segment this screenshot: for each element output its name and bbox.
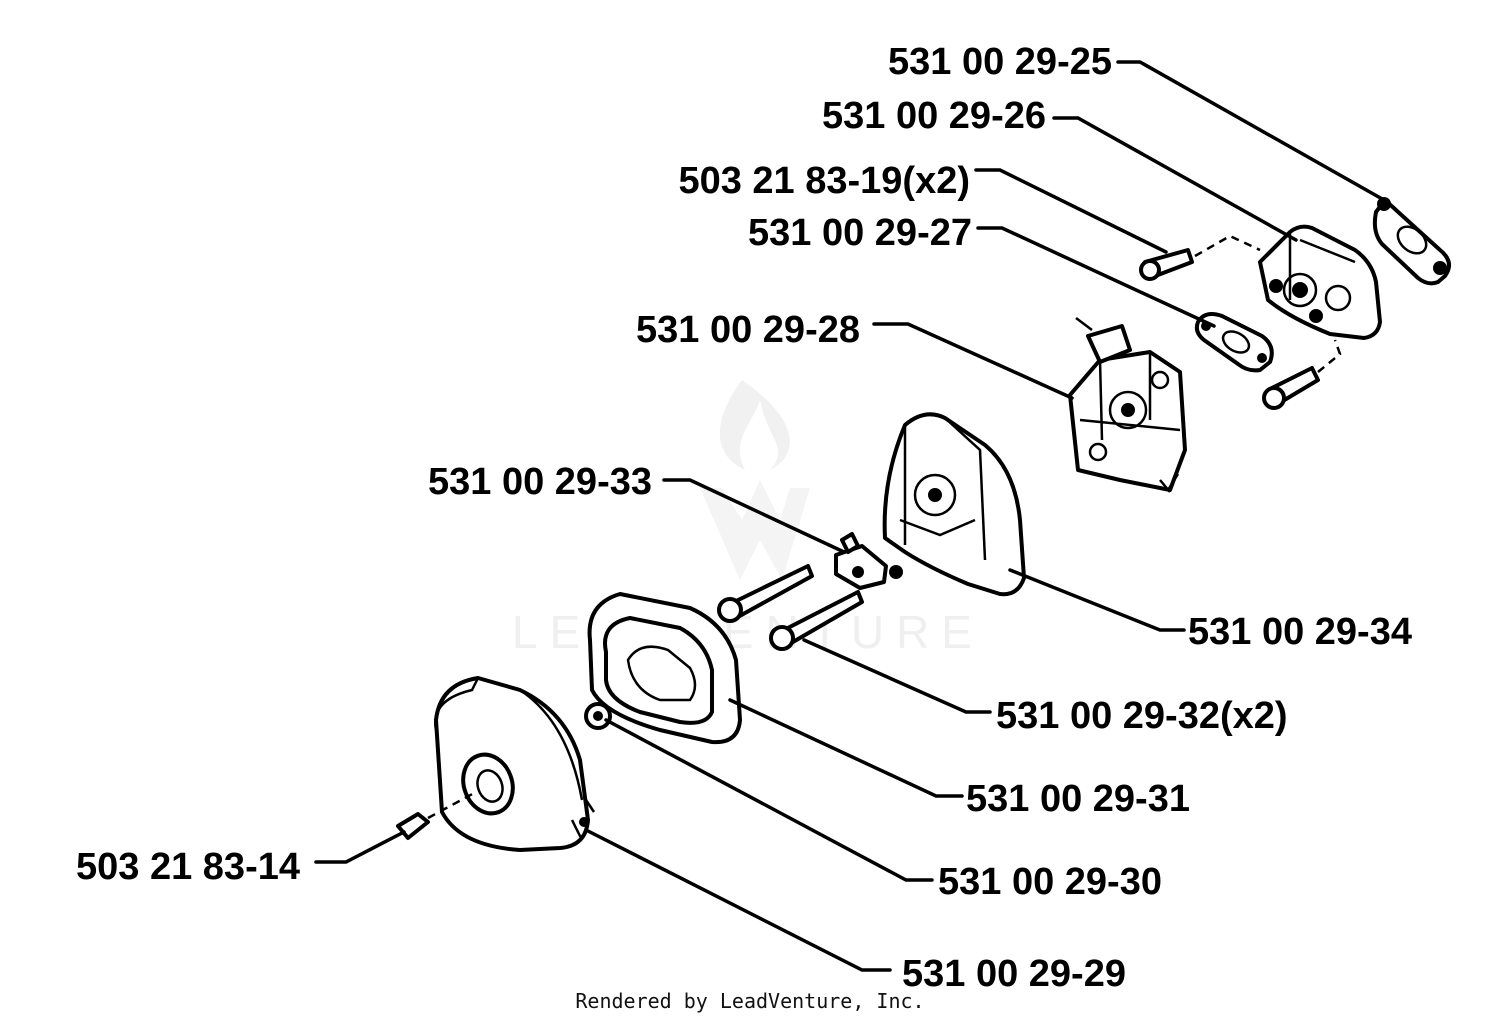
part-label-34: 531 00 29-34: [1188, 611, 1412, 653]
part-label-28: 531 00 29-28: [636, 309, 860, 351]
part-label-31: 531 00 29-31: [966, 778, 1190, 820]
part-label-27: 531 00 29-27: [748, 212, 972, 254]
leader-32: [802, 638, 992, 714]
part-screws-32: [717, 564, 864, 651]
part-choke-lever-33: [834, 532, 888, 590]
watermark-flame-icon: [719, 380, 790, 470]
part-label-26: 531 00 29-26: [822, 95, 1046, 137]
part-labels: 531 00 29-25 531 00 29-26 503 21 83-19(x…: [76, 41, 1412, 995]
part-label-25: 531 00 29-25: [888, 41, 1112, 83]
part-label-32: 531 00 29-32(x2): [996, 695, 1288, 737]
part-gasket-25: [1372, 197, 1451, 286]
leader-31: [728, 698, 964, 798]
leader-33: [662, 478, 846, 554]
part-carburetor-28: [1068, 317, 1187, 493]
watermark-v-icon: [700, 480, 810, 580]
part-label-30: 531 00 29-30: [938, 861, 1162, 903]
part-label-29: 531 00 29-29: [902, 953, 1126, 995]
leader-27: [976, 226, 1216, 328]
leader-30: [604, 718, 934, 882]
leader-14: [314, 830, 406, 864]
leader-34: [1008, 568, 1186, 632]
part-screws-19: [1139, 234, 1342, 410]
part-label-19: 503 21 83-19(x2): [678, 160, 970, 202]
part-nut-30: [584, 702, 612, 730]
leader-28: [872, 322, 1074, 400]
part-filter-base-34: [882, 412, 1026, 597]
leader-25: [1116, 60, 1386, 202]
leader-29: [584, 828, 892, 972]
watermark-text: LEADVENTURE: [512, 606, 984, 658]
leader-19: [974, 168, 1168, 254]
leader-26: [1052, 116, 1298, 242]
part-label-33: 531 00 29-33: [428, 461, 652, 503]
part-adapter-26: [1258, 224, 1382, 340]
part-filter-element-31: [587, 592, 742, 745]
footer-credit: Rendered by LeadVenture, Inc.: [575, 989, 924, 1013]
part-gasket-27: [1194, 312, 1274, 373]
part-label-14: 503 21 83-14: [76, 846, 300, 888]
leader-lines: [314, 60, 1386, 972]
part-filter-cover-29: [434, 676, 596, 852]
